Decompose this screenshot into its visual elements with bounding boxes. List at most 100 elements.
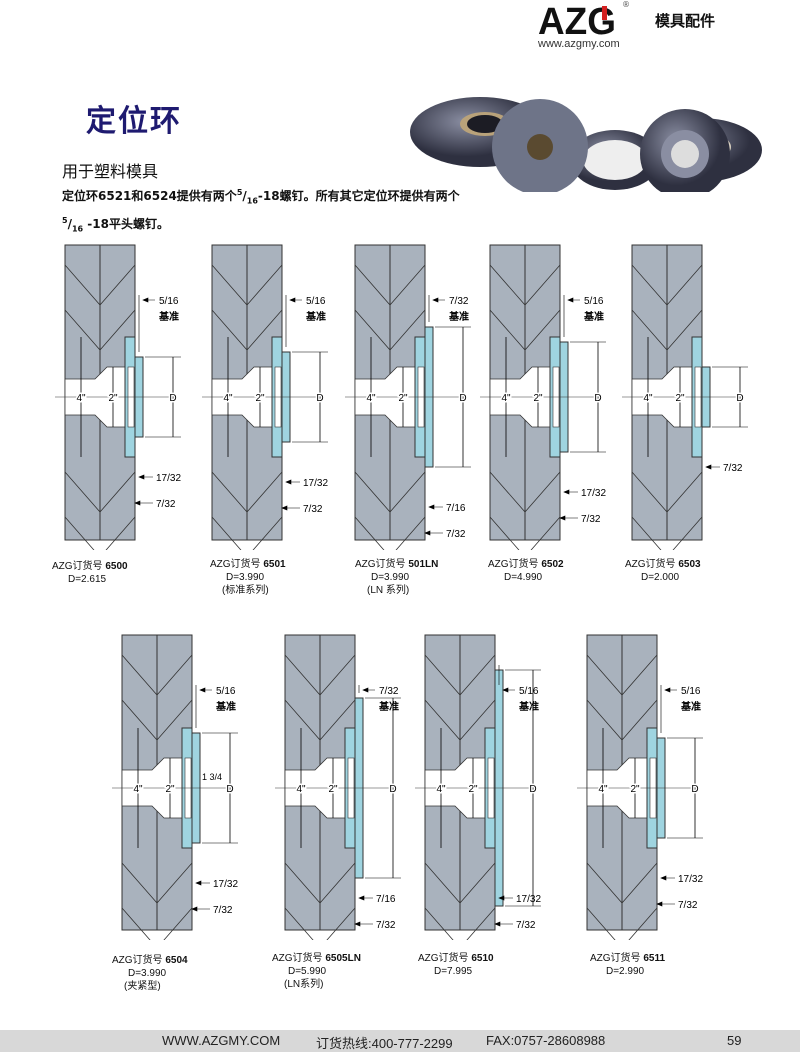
order-label: AZG订货号 [112, 955, 163, 966]
d-value: D=5.990 [288, 966, 327, 977]
dim-arrow [424, 530, 443, 536]
intro-part1: 定位环6521和6524提供有两个 [62, 189, 237, 203]
plate-chevron [586, 907, 658, 940]
label-4in: 4" [133, 784, 143, 795]
plate-chevron [354, 264, 426, 306]
dim-arrow [285, 479, 300, 485]
plate-chevron [64, 516, 136, 550]
frac-den: 16 [246, 196, 258, 206]
label-4in: 4" [436, 784, 446, 795]
footer-website[interactable]: WWW.AZGMY.COM [162, 1033, 281, 1048]
order-label: AZG订货号 [272, 953, 323, 964]
datum-label: 基准 [158, 310, 179, 323]
plate-chevron [489, 471, 561, 513]
series-note: (LN 系列) [367, 585, 410, 596]
plate-chevron [211, 516, 283, 550]
plate-chevron [121, 699, 193, 741]
plate-chevron [64, 264, 136, 306]
dim-arrow [705, 464, 720, 470]
caption-6503: AZG订货号 6503 D=2.000 [625, 558, 701, 584]
footer-hotline: 订货热线:400-777-2299 [316, 1036, 453, 1051]
caption-501LN: AZG订货号 501LN D=3.990(LN 系列) [355, 558, 438, 597]
order-number: 6502 [541, 559, 564, 570]
plate-chevron [489, 264, 561, 306]
datum-fraction: 7/32 [379, 686, 399, 697]
label-2in: 2" [165, 784, 175, 795]
footer-fax: FAX:0757-28608988 [486, 1033, 606, 1048]
datum-label: 基准 [680, 700, 701, 713]
datum-arrow [567, 297, 580, 303]
datum-label: 基准 [518, 700, 539, 713]
d-value: D=4.990 [504, 572, 543, 583]
plate-chevron [354, 309, 426, 351]
label-d: D [226, 784, 233, 795]
datum-fraction: 5/16 [681, 686, 701, 697]
label-2in: 2" [675, 393, 685, 404]
plate-chevron [586, 699, 658, 741]
bottom-fraction: 7/32 [156, 499, 176, 510]
order-label: AZG订货号 [418, 953, 469, 964]
label-4in: 4" [296, 784, 306, 795]
datum-arrow [289, 297, 302, 303]
plate-chevron [631, 309, 703, 351]
plate-chevron [121, 654, 193, 696]
caption-6502: AZG订货号 6502 D=4.990 [488, 558, 564, 584]
caption-6505LN: AZG订货号 6505LN D=5.990(LN系列) [272, 952, 361, 991]
datum-fraction: 5/16 [216, 686, 236, 697]
bottom-fraction: 7/32 [303, 504, 323, 515]
caption-6504: AZG订货号 6504 D=3.990 (夹紧型) [112, 954, 188, 993]
brand-category: 模具配件 [655, 12, 716, 30]
dim-arrow [559, 515, 578, 521]
frac-den: 16 [71, 224, 84, 234]
order-number: 501LN [408, 559, 439, 570]
plate-chevron [64, 471, 136, 513]
datum-fraction: 7/32 [449, 296, 469, 307]
intro-text: 定位环6521和6524提供有两个5/16-18螺钉。所有其它定位环提供有两个 … [62, 188, 460, 234]
order-label: AZG订货号 [52, 561, 103, 572]
bottom-fraction: 17/32 [516, 894, 541, 905]
label-2in: 2" [533, 393, 543, 404]
plate-chevron [354, 471, 426, 513]
datum-arrow [362, 687, 375, 693]
dim-arrow [498, 895, 513, 901]
datum-arrow [142, 297, 155, 303]
dim-arrow [660, 875, 675, 881]
order-number: 6500 [105, 561, 128, 572]
plate-chevron [424, 862, 496, 904]
bottom-fraction: 7/32 [723, 463, 743, 474]
datum-fraction: 5/16 [306, 296, 326, 307]
datum-arrow [432, 297, 445, 303]
intro-part2: -18螺钉。所有其它定位环提供有两个 [257, 189, 460, 203]
label-1-3-4: 1 3/4 [202, 772, 222, 782]
plate-chevron [284, 907, 356, 940]
label-4in: 4" [501, 393, 511, 404]
label-2in: 2" [108, 393, 118, 404]
label-2in: 2" [255, 393, 265, 404]
order-number: 6504 [165, 955, 188, 966]
bottom-fraction: 7/32 [376, 920, 396, 931]
d-value: D=3.990 [128, 968, 167, 979]
order-number: 6510 [471, 953, 494, 964]
order-label: AZG订货号 [625, 559, 676, 570]
series-note: (夹紧型) [124, 981, 161, 992]
label-4in: 4" [598, 784, 608, 795]
label-2in: 2" [398, 393, 408, 404]
datum-arrow [199, 687, 212, 693]
dim-arrow [428, 504, 443, 510]
plate-chevron [64, 309, 136, 351]
datum-label: 基准 [215, 700, 236, 713]
datum-arrow [664, 687, 677, 693]
plate-chevron [424, 907, 496, 940]
dim-arrow [138, 474, 153, 480]
plate-chevron [284, 654, 356, 696]
datum-label: 基准 [305, 310, 326, 323]
plate-chevron [211, 309, 283, 351]
dim-arrow [358, 895, 373, 901]
plate-chevron [121, 907, 193, 940]
datum-arrow [502, 687, 515, 693]
plate-chevron [631, 471, 703, 513]
label-d: D [529, 784, 536, 795]
